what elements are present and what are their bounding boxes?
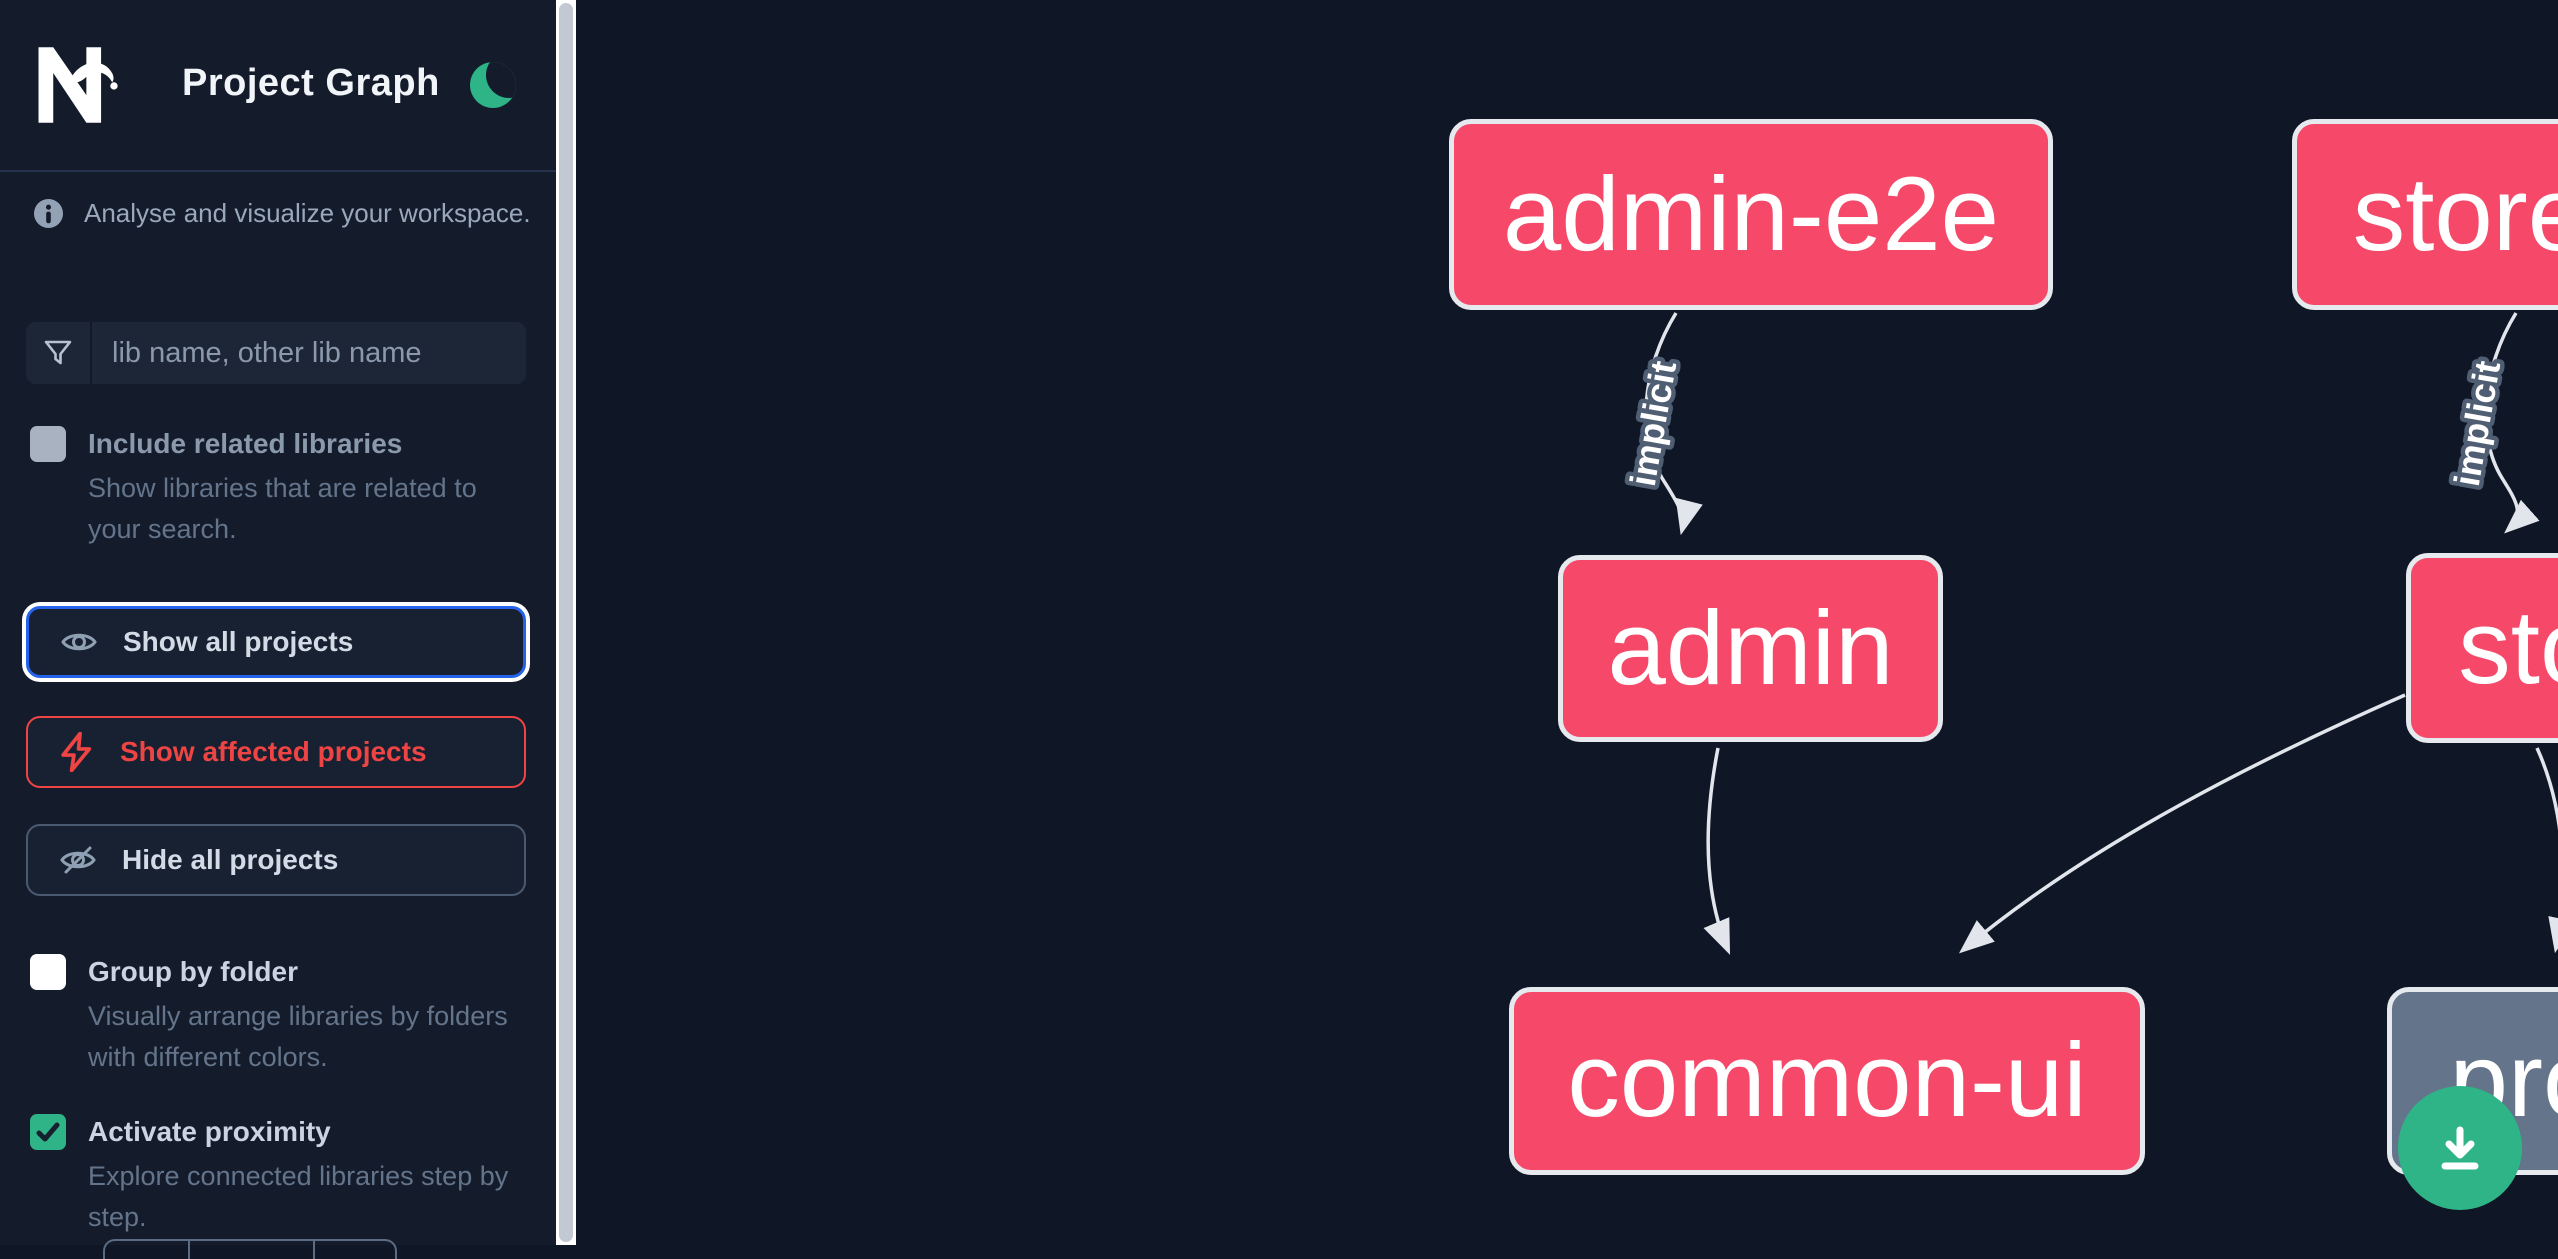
info-icon — [33, 198, 64, 229]
stepper-value — [190, 1241, 315, 1259]
edge-admin-common-ui — [1703, 747, 1731, 955]
moon-icon[interactable] — [470, 62, 516, 108]
graph-edges: implicit implicit — [1617, 312, 2558, 955]
hide-all-projects-label: Hide all projects — [122, 844, 339, 875]
scrollbar-thumb[interactable] — [559, 3, 573, 1242]
include-related-checkbox[interactable] — [30, 426, 66, 462]
hide-all-projects-button[interactable]: Hide all projects — [26, 824, 526, 896]
edge-store-common-ui — [1958, 693, 2406, 954]
show-all-projects-label: Show all projects — [123, 626, 354, 657]
option-activate-proximity: Activate proximity Explore connected lib… — [30, 1112, 526, 1238]
workspace-info: Analyse and visualize your workspace. — [33, 198, 531, 229]
group-by-folder-description: Visually arrange libraries by folders wi… — [88, 1001, 508, 1072]
bolt-icon — [61, 732, 92, 772]
workspace-info-text: Analyse and visualize your workspace. — [84, 198, 531, 228]
include-related-description: Show libraries that are related to your … — [88, 473, 477, 544]
graph-node-admin[interactable]: admin — [1558, 555, 1943, 742]
eye-off-icon — [60, 846, 96, 874]
group-by-folder-label: Group by folder — [88, 956, 298, 987]
edge-label-implicit-1: implicit — [1622, 358, 1684, 489]
check-icon — [36, 1122, 60, 1142]
graph-canvas[interactable]: implicit implicit admin-e2e store-e2e ad… — [576, 0, 2558, 1245]
sidebar-header: Project Graph — [0, 0, 556, 172]
show-all-projects-button[interactable]: Show all projects — [26, 606, 526, 678]
download-icon — [2441, 1126, 2479, 1170]
graph-node-store[interactable]: store — [2406, 553, 2558, 743]
graph-node-admin-e2e[interactable]: admin-e2e — [1449, 119, 2053, 310]
graph-node-store-e2e[interactable]: store-e2e — [2292, 119, 2558, 310]
group-by-folder-checkbox[interactable] — [30, 954, 66, 990]
option-include-related: Include related libraries Show libraries… — [30, 424, 526, 550]
filter-search — [26, 322, 526, 384]
edge-admin-e2e-admin — [1644, 312, 1703, 536]
stepper-decrement[interactable] — [105, 1241, 190, 1259]
search-input[interactable] — [92, 322, 526, 384]
option-group-by-folder: Group by folder Visually arrange librari… — [30, 952, 526, 1078]
eye-icon — [61, 633, 97, 651]
sidebar-scrollbar[interactable] — [556, 0, 576, 1245]
show-affected-projects-label: Show affected projects — [120, 736, 427, 767]
show-affected-projects-button[interactable]: Show affected projects — [26, 716, 526, 788]
nx-logo-icon — [38, 47, 118, 123]
edge-store-products — [2535, 747, 2558, 954]
graph-node-common-ui[interactable]: common-ui — [1509, 987, 2145, 1175]
activate-proximity-checkbox[interactable] — [30, 1114, 66, 1150]
stepper-increment[interactable] — [315, 1241, 395, 1259]
proximity-stepper[interactable] — [103, 1239, 397, 1259]
sidebar: Project Graph Analyse and visualize your… — [0, 0, 556, 1259]
download-graph-button[interactable] — [2398, 1086, 2522, 1210]
include-related-label: Include related libraries — [88, 428, 403, 459]
edge-store-e2e-store — [2484, 312, 2540, 534]
activate-proximity-description: Explore connected libraries step by step… — [88, 1161, 509, 1232]
funnel-icon — [26, 322, 92, 384]
activate-proximity-label: Activate proximity — [88, 1116, 331, 1147]
page-title: Project Graph — [182, 62, 440, 104]
